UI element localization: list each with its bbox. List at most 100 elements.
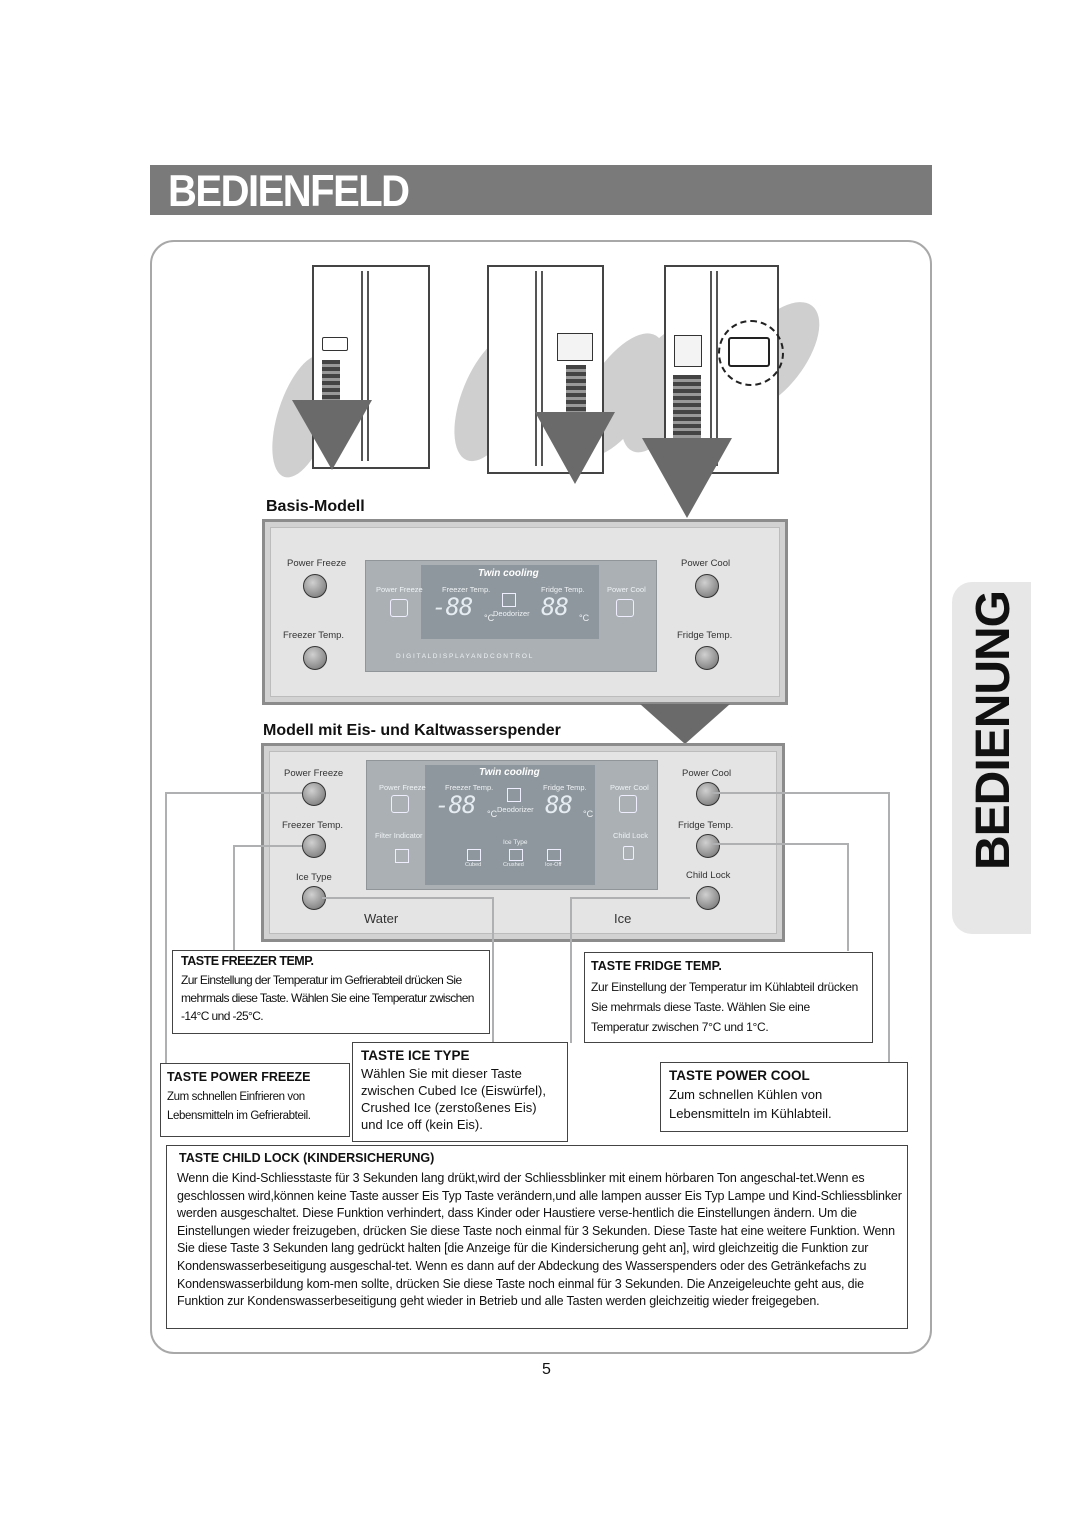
arrow-down-icon bbox=[640, 704, 730, 744]
snowflake-icon bbox=[390, 599, 408, 617]
twin-cooling-logo: Twin cooling bbox=[478, 568, 539, 579]
disp-freezer-temp-label: Freezer Temp. bbox=[442, 585, 491, 594]
callout-heading: TASTE POWER FREEZE bbox=[167, 1070, 311, 1084]
dispenser-icon bbox=[557, 333, 593, 361]
dispenser-display: Twin cooling Power Freeze Freezer Temp. … bbox=[366, 760, 658, 890]
crushed-icon bbox=[509, 849, 523, 861]
disp-power-cool-label: Power Cool bbox=[607, 585, 646, 594]
arrow-shaft bbox=[566, 365, 586, 417]
arrow-shaft bbox=[673, 375, 701, 443]
deodorizer-icon bbox=[502, 593, 516, 607]
callout-text: Zur Einstellung der Temperatur im Kühlab… bbox=[591, 980, 858, 1034]
control-panel-icon bbox=[322, 337, 348, 351]
callout-text: Wenn die Kind-Schliesstaste für 3 Sekund… bbox=[177, 1171, 902, 1309]
water-label: Water bbox=[364, 911, 399, 926]
callout-heading: TASTE POWER COOL bbox=[669, 1068, 810, 1083]
callout-heading: TASTE CHILD LOCK (KINDERSICHERUNG) bbox=[179, 1151, 435, 1165]
deodorizer-label: Deodorizer bbox=[497, 805, 534, 814]
power-cool-icon bbox=[619, 795, 637, 813]
filter-icon bbox=[395, 849, 409, 863]
power-cool-icon bbox=[616, 599, 634, 617]
disp-ice-type-label: Ice Type bbox=[503, 839, 528, 846]
power-cool-callout: TASTE POWER COOL Zum schnellen Kühlen vo… bbox=[660, 1062, 908, 1132]
side-tab-label: BEDIENUNG bbox=[967, 590, 1020, 870]
basic-control-panel: Power Freeze Freezer Temp. Power Cool Fr… bbox=[262, 519, 788, 705]
deodorizer-icon bbox=[507, 788, 521, 802]
freezer-temp-label: Freezer Temp. bbox=[283, 630, 345, 641]
ice-off-label: Ice-Off bbox=[545, 862, 562, 868]
side-tab bbox=[952, 582, 1031, 934]
fridge-temp-callout: TASTE FRIDGE TEMP. Zur Einstellung der T… bbox=[584, 952, 873, 1043]
power-cool-button[interactable] bbox=[696, 782, 720, 806]
ice-off-icon bbox=[547, 849, 561, 861]
power-freeze-callout: TASTE POWER FREEZE Zum schnellen Einfrie… bbox=[160, 1063, 350, 1137]
arrow-down-icon bbox=[535, 412, 615, 484]
disp-fridge-temp-label: Fridge Temp. bbox=[543, 783, 587, 792]
arrow-shaft bbox=[322, 360, 340, 405]
crushed-label: Crushed bbox=[503, 862, 524, 868]
freezer-temp-label: Freezer Temp. bbox=[282, 820, 344, 831]
power-freeze-button[interactable] bbox=[303, 574, 327, 598]
callout-text: Zur Einstellung der Temperatur im Gefrie… bbox=[181, 973, 474, 1023]
dispenser-model-heading: Modell mit Eis- und Kaltwasserspender bbox=[263, 722, 561, 739]
cubed-label: Cubed bbox=[465, 862, 482, 868]
cubed-icon bbox=[467, 849, 481, 861]
fridge-temp-label: Fridge Temp. bbox=[678, 820, 734, 831]
power-cool-label: Power Cool bbox=[682, 768, 732, 779]
fridge-unit: °C bbox=[583, 809, 594, 819]
child-lock-callout: TASTE CHILD LOCK (KINDERSICHERUNG) Wenn … bbox=[166, 1145, 908, 1329]
freezer-temp-readout: -88 bbox=[435, 791, 476, 819]
freezer-temp-callout: TASTE FREEZER TEMP. Zur Einstellung der … bbox=[172, 950, 490, 1034]
power-freeze-label: Power Freeze bbox=[284, 768, 344, 779]
snowflake-icon bbox=[391, 795, 409, 813]
page-title: BEDIENFELD bbox=[168, 167, 410, 217]
callout-text: Zum schnellen Kühlen von Lebensmitteln i… bbox=[669, 1087, 832, 1121]
callout-heading: TASTE ICE TYPE bbox=[361, 1048, 470, 1063]
freezer-unit: °C bbox=[484, 613, 495, 623]
child-lock-button[interactable] bbox=[696, 886, 720, 910]
fridge-temp-button[interactable] bbox=[696, 834, 720, 858]
disp-power-freeze-label: Power Freeze bbox=[376, 585, 423, 594]
child-lock-label: Child Lock bbox=[686, 870, 731, 881]
ice-type-callout: TASTE ICE TYPE Wählen Sie mit dieser Tas… bbox=[352, 1042, 568, 1142]
freezer-temp-readout: -88 bbox=[432, 593, 473, 621]
ice-label: Ice bbox=[614, 911, 632, 926]
disp-power-cool-label: Power Cool bbox=[610, 783, 649, 792]
callout-heading: TASTE FRIDGE TEMP. bbox=[591, 959, 722, 973]
fridge-temp-readout: 88 bbox=[541, 593, 569, 621]
basic-model-heading: Basis-Modell bbox=[266, 498, 365, 515]
highlight-circle bbox=[718, 320, 784, 386]
page-number: 5 bbox=[542, 1361, 551, 1378]
freezer-temp-button[interactable] bbox=[303, 646, 327, 670]
callout-text: Wählen Sie mit dieser Taste zwischen Cub… bbox=[361, 1066, 546, 1132]
power-cool-label: Power Cool bbox=[681, 558, 731, 569]
basic-display: Twin cooling Power Freeze Freezer Temp. … bbox=[365, 560, 657, 672]
fridge-unit: °C bbox=[579, 613, 590, 623]
disp-freezer-temp-label: Freezer Temp. bbox=[445, 783, 494, 792]
callout-heading: TASTE FREEZER TEMP. bbox=[181, 954, 314, 968]
title-bar bbox=[150, 165, 932, 215]
display-footer: D I G I T A L D I S P L A Y A N D C O N … bbox=[396, 653, 533, 660]
lock-icon bbox=[623, 846, 634, 860]
fridge-temp-label: Fridge Temp. bbox=[677, 630, 733, 641]
disp-power-freeze-label: Power Freeze bbox=[379, 783, 426, 792]
callout-text: Zum schnellen Einfrieren von Lebensmitte… bbox=[167, 1091, 311, 1122]
disp-fridge-temp-label: Fridge Temp. bbox=[541, 585, 585, 594]
power-freeze-button[interactable] bbox=[302, 782, 326, 806]
twin-cooling-logo: Twin cooling bbox=[479, 767, 540, 778]
freezer-temp-button[interactable] bbox=[302, 834, 326, 858]
freezer-unit: °C bbox=[487, 809, 498, 819]
dispenser-control-panel: Power Freeze Freezer Temp. Ice Type Wate… bbox=[261, 743, 785, 942]
deodorizer-label: Deodorizer bbox=[493, 609, 530, 618]
content-frame bbox=[150, 240, 932, 1354]
fridge-temp-button[interactable] bbox=[695, 646, 719, 670]
ice-type-label: Ice Type bbox=[296, 872, 332, 883]
arrow-down-icon bbox=[292, 400, 372, 470]
arrow-down-icon bbox=[642, 438, 732, 518]
fridge-temp-readout: 88 bbox=[545, 791, 573, 819]
power-freeze-label: Power Freeze bbox=[287, 558, 347, 569]
filter-indicator-label: Filter Indicator bbox=[375, 831, 423, 840]
power-cool-button[interactable] bbox=[695, 574, 719, 598]
disp-child-lock-label: Child Lock bbox=[613, 831, 649, 840]
dispenser-icon bbox=[674, 335, 702, 367]
